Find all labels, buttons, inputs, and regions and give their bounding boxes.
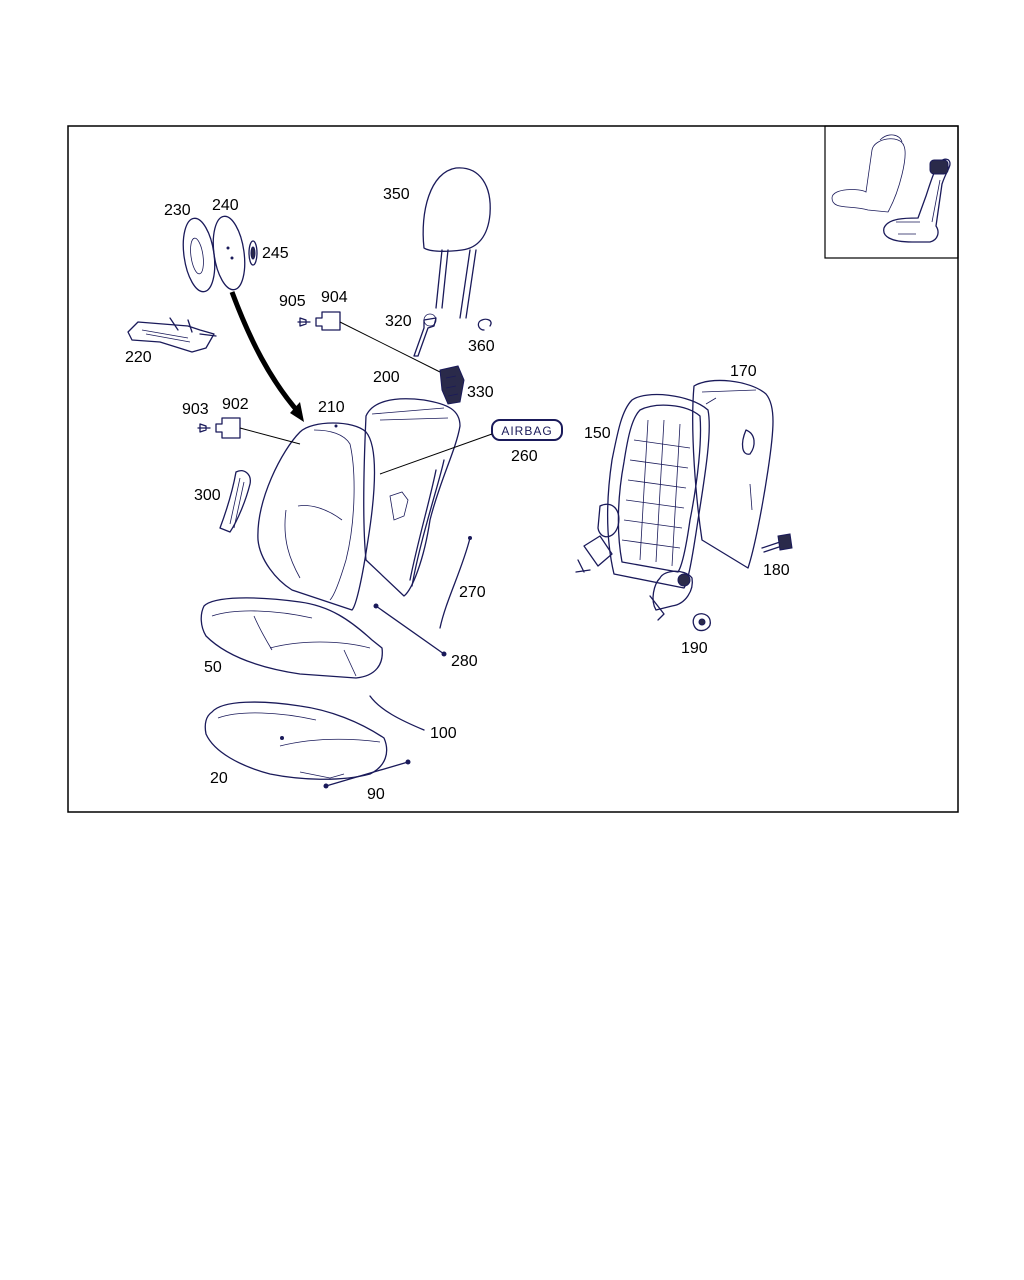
label-902: 902 xyxy=(222,396,249,413)
inset-seat-overview xyxy=(824,125,959,259)
label-260: 260 xyxy=(511,448,538,465)
part-200-back-cover xyxy=(363,398,461,597)
part-300-strip xyxy=(219,470,251,533)
part-180-bolt xyxy=(761,533,793,553)
label-320: 320 xyxy=(385,313,412,330)
part-330-mechanism xyxy=(439,365,465,405)
part-904-clip xyxy=(315,311,441,373)
label-170: 170 xyxy=(730,363,757,380)
label-180: 180 xyxy=(763,562,790,579)
part-270-wire xyxy=(439,536,472,629)
part-50-seat-cover xyxy=(200,597,383,679)
assembly-arrow xyxy=(229,291,302,416)
label-220: 220 xyxy=(125,349,152,366)
label-190: 190 xyxy=(681,640,708,657)
callout-labels: 230 240 245 350 905 904 320 360 220 200 … xyxy=(125,186,790,803)
label-230: 230 xyxy=(164,202,191,219)
part-280-rod xyxy=(373,603,447,657)
label-300: 300 xyxy=(194,487,221,504)
label-350: 350 xyxy=(383,186,410,203)
label-905: 905 xyxy=(279,293,306,310)
label-240: 240 xyxy=(212,197,239,214)
diagram-frame xyxy=(67,125,959,813)
part-190-nut xyxy=(692,613,711,632)
airbag-badge-text: AIRBAG xyxy=(501,424,552,438)
label-245: 245 xyxy=(262,245,289,262)
part-90-rod xyxy=(323,759,411,789)
label-270: 270 xyxy=(459,584,486,601)
label-90: 90 xyxy=(367,786,385,803)
part-245-nut xyxy=(248,240,258,266)
label-280: 280 xyxy=(451,653,478,670)
part-360-clip xyxy=(477,318,492,331)
part-20-seat-foam xyxy=(204,701,388,780)
part-170-back-panel xyxy=(692,379,774,569)
label-903: 903 xyxy=(182,401,209,418)
label-330: 330 xyxy=(467,384,494,401)
part-350-headrest xyxy=(422,167,491,319)
label-200: 200 xyxy=(373,369,400,386)
label-360: 360 xyxy=(468,338,495,355)
part-210-backrest-cushion xyxy=(257,422,376,611)
part-905-pin xyxy=(297,317,311,327)
part-260-airbag-badge: AIRBAG xyxy=(379,419,563,475)
label-20: 20 xyxy=(210,770,228,787)
part-100-wire xyxy=(369,695,425,731)
label-150: 150 xyxy=(584,425,611,442)
label-100: 100 xyxy=(430,725,457,742)
label-904: 904 xyxy=(321,289,348,306)
label-210: 210 xyxy=(318,399,345,416)
part-902-clip xyxy=(215,417,301,445)
part-240-disc xyxy=(212,215,246,291)
part-230-disc xyxy=(182,217,216,293)
part-150-backrest-frame xyxy=(575,393,710,621)
label-50: 50 xyxy=(204,659,222,676)
part-903-pin xyxy=(197,423,211,433)
part-220-bracket xyxy=(127,317,217,353)
part-320-bolt xyxy=(413,313,437,357)
